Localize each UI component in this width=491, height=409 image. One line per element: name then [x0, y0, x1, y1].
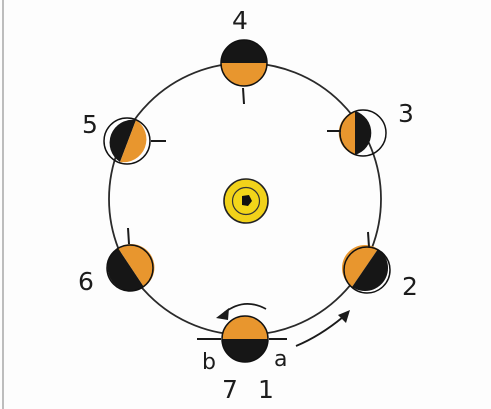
moon-bottom-lit-half — [222, 316, 268, 339]
label-side-b: b — [202, 350, 216, 375]
label-position-5: 5 — [82, 110, 98, 139]
moon-6-marker — [128, 228, 129, 244]
label-position-7: 7 — [222, 375, 238, 404]
moon-bottom-dark-half — [222, 339, 268, 362]
moon-4-marker — [243, 88, 244, 104]
moon-position-3 — [327, 110, 386, 156]
label-position-2: 2 — [402, 272, 418, 301]
orbit-arrow-head — [338, 310, 350, 323]
moon-3-dark-half — [355, 111, 371, 155]
sun — [224, 179, 268, 223]
label-side-a: a — [274, 347, 287, 372]
moon-position-5 — [104, 118, 166, 164]
rotation-arrow-head — [216, 308, 229, 320]
moon-4-dark-half — [221, 40, 267, 63]
label-position-4: 4 — [232, 6, 248, 35]
label-position-3: 3 — [398, 99, 414, 128]
label-position-6: 6 — [78, 267, 94, 296]
moon-4-lit-half — [221, 63, 267, 86]
label-position-1: 1 — [258, 375, 274, 404]
moon-position-2 — [342, 232, 390, 293]
orbit-direction-arrow — [296, 310, 350, 346]
moon-2-marker — [368, 232, 369, 247]
moon-position-4 — [221, 40, 267, 104]
